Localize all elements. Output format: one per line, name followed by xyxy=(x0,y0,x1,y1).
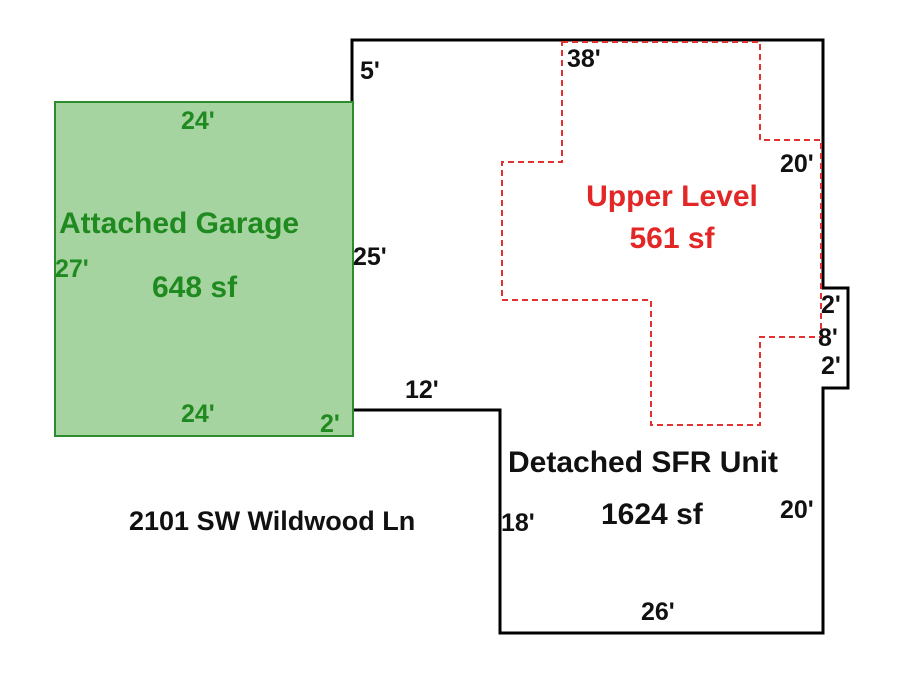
garage-dim-bottom: 24' xyxy=(181,400,215,428)
sfr-unit-area: 1624 sf xyxy=(601,498,704,531)
dim-right-upper: 20' xyxy=(780,150,814,178)
garage-dim-corner: 2' xyxy=(320,410,340,438)
dim-inner-step: 12' xyxy=(405,376,439,404)
garage-title: Attached Garage xyxy=(59,207,299,240)
garage-dim-left: 27' xyxy=(55,255,89,283)
dim-bump-top: 2' xyxy=(821,291,841,319)
sfr-unit-outline xyxy=(350,38,850,635)
dim-bump-bottom: 2' xyxy=(821,352,841,380)
dim-left-lower: 18' xyxy=(501,509,535,537)
garage-dim-top: 24' xyxy=(181,107,215,135)
garage-area: 648 sf xyxy=(152,271,238,304)
dim-right-lower: 20' xyxy=(780,496,814,524)
upper-level-outline xyxy=(501,41,822,426)
dim-bump-side: 8' xyxy=(818,324,838,352)
upper-level-title: Upper Level xyxy=(586,180,758,213)
dim-left-middle: 25' xyxy=(353,243,387,271)
dim-top: 38' xyxy=(567,45,601,73)
garage-area xyxy=(54,101,354,437)
upper-level-area: 561 sf xyxy=(629,222,715,255)
dim-bottom: 26' xyxy=(641,598,675,626)
address-label: 2101 SW Wildwood Ln xyxy=(129,506,415,536)
sfr-unit-title: Detached SFR Unit xyxy=(508,446,778,479)
dim-top-left-step: 5' xyxy=(360,57,380,85)
